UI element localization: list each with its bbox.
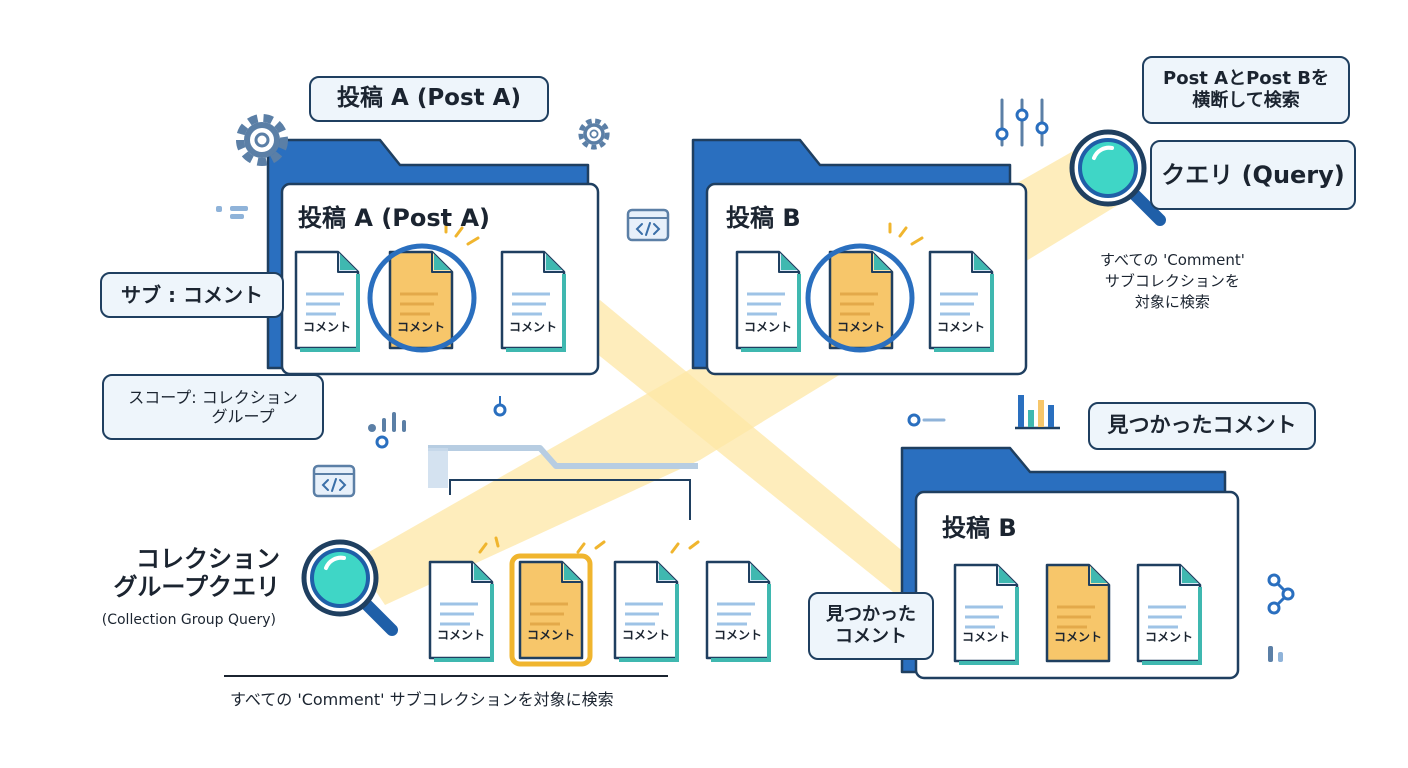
doc-label: コメント <box>508 320 557 334</box>
right-note-line1: すべての 'Comment' <box>1100 251 1245 269</box>
callout-cross-search-line1: Post AとPost Bを <box>1163 68 1329 90</box>
cgq-title-line2: グループクエリ <box>113 572 280 601</box>
callout-found-top-text: 見つかったコメント <box>1107 413 1297 438</box>
doc-label: コメント <box>621 628 670 642</box>
doc-label: コメント <box>436 628 485 642</box>
cgq-subtitle: (Collection Group Query) <box>101 612 276 628</box>
cgq-title-line1: コレクション <box>136 545 280 573</box>
callout-query: クエリ (Query) <box>1150 140 1356 210</box>
doc-label: コメント <box>1144 630 1193 644</box>
callout-found-side: 見つかった コメント <box>808 592 934 660</box>
callout-query-text: クエリ (Query) <box>1161 160 1345 189</box>
callout-scope: スコープ: コレクション グループ <box>102 374 324 440</box>
callout-post-a-text: 投稿 A (Post A) <box>337 85 521 112</box>
callout-found-side-line2: コメント <box>835 626 907 647</box>
callout-cross-search-line2: 横断して検索 <box>1192 90 1300 111</box>
bottom-caption: すべての 'Comment' サブコレクションを対象に検索 <box>230 690 614 709</box>
doc-label: コメント <box>1053 630 1102 644</box>
doc-label: コメント <box>743 320 792 334</box>
folder-title-post-b: 投稿 B <box>726 204 801 232</box>
doc-label: コメント <box>936 320 985 334</box>
callout-sub-comment-text: サブ : コメント <box>121 283 263 307</box>
callout-found-top: 見つかったコメント <box>1088 402 1316 450</box>
right-note-line3: 対象に検索 <box>1134 293 1210 311</box>
doc-label: コメント <box>526 628 575 642</box>
folder-title-post-a: 投稿 A (Post A) <box>298 204 490 232</box>
right-note-line2: サブコレクションを <box>1104 272 1240 290</box>
callout-cross-search: Post AとPost Bを 横断して検索 <box>1142 56 1350 124</box>
doc-label: コメント <box>302 320 351 334</box>
callout-post-a: 投稿 A (Post A) <box>309 76 549 122</box>
callout-sub-comment: サブ : コメント <box>100 272 284 318</box>
cgq-title: コレクション グループクエリ <box>70 545 280 601</box>
doc-label: コメント <box>836 320 885 334</box>
right-note: すべての 'Comment' サブコレクションを 対象に検索 <box>1100 250 1245 313</box>
doc-label: コメント <box>713 628 762 642</box>
folder-title-post-b-result: 投稿 B <box>942 514 1017 542</box>
callout-scope-line1: スコープ: コレクション <box>128 387 298 407</box>
callout-found-side-line1: 見つかった <box>826 604 916 626</box>
callout-scope-line2: グループ <box>211 407 275 426</box>
doc-label: コメント <box>961 630 1010 644</box>
doc-label: コメント <box>396 320 445 334</box>
